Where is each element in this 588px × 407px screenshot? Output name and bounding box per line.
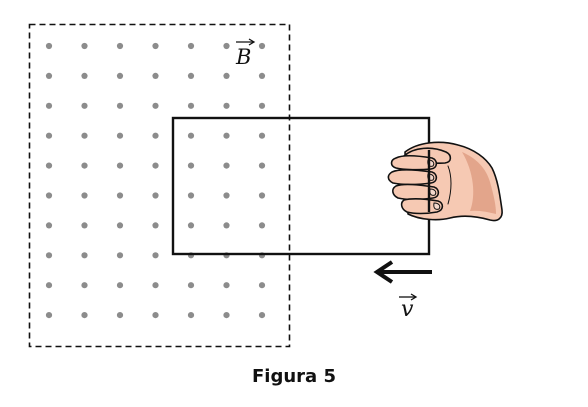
field-dot [81,72,88,79]
hand-finger-3 [392,183,440,201]
field-dots [45,42,266,319]
field-dot [116,42,124,50]
field-dot [45,72,53,79]
velocity-arrow-head [373,260,394,284]
field-dot [45,252,53,259]
field-dot [187,102,195,109]
field-dot [187,132,195,139]
field-dot [45,222,53,229]
field-dot [258,102,266,109]
field-dot [116,162,124,169]
field-dot [45,42,53,50]
velocity-label-arrow-head [410,293,418,301]
field-dot [223,222,230,229]
field-dot [45,132,53,139]
field-dot [81,192,88,199]
field-dot [223,42,230,50]
field-dot [258,312,266,319]
field-dot [45,102,53,109]
field-dot [116,222,124,229]
field-dot [116,312,124,319]
hand-nail-3 [429,188,437,196]
field-dot [187,42,195,50]
hand-finger-1 [390,154,438,171]
field-dot [258,282,266,289]
field-label: B [235,45,251,69]
field-dot [152,312,159,319]
field-dot [223,312,230,319]
field-vector-arrow-head [248,38,256,46]
field-dot [152,102,159,109]
field-dot [81,222,88,229]
field-dot [116,132,124,139]
hand-finger-4 [400,198,444,215]
field-dot [152,252,159,259]
field-dot [116,102,124,109]
field-dot [116,252,124,259]
velocity-vector-label: v [399,293,418,322]
field-dot [152,282,159,289]
field-dot [187,282,195,289]
field-dot [223,132,230,139]
field-dot [187,72,195,79]
hand-finger-2 [387,168,438,186]
hand-crease [447,165,452,205]
hand-nail-4 [433,202,441,210]
field-dot [116,72,124,79]
velocity-arrow [373,260,432,284]
field-dot [223,162,230,169]
field-dot [152,132,159,139]
field-dot [187,222,195,229]
field-dot [81,162,88,169]
field-dot [152,222,159,229]
figure-caption: Figura 5 [252,366,336,387]
hand-icon [387,141,503,222]
field-dot [258,162,266,169]
field-dot [223,102,230,109]
field-dot [258,42,266,50]
field-dot [258,72,266,79]
field-dot [81,132,88,139]
field-dot [152,42,159,50]
field-dot [258,132,266,139]
field-region-border [28,23,291,348]
field-dot [45,312,53,319]
field-dot [152,192,159,199]
field-dot [116,192,124,199]
field-dot [81,312,88,319]
velocity-label: v [401,297,414,322]
conducting-loop [171,116,431,256]
field-vector-label: B [235,38,256,69]
field-dot [152,72,159,79]
field-dot [258,192,266,199]
field-dot [116,282,124,289]
field-dot [81,102,88,109]
field-dot [81,282,88,289]
field-dot [45,162,53,169]
field-dot [81,42,88,50]
field-dot [81,252,88,259]
hand-shade [462,152,496,214]
field-dot [258,222,266,229]
field-dot [223,282,230,289]
field-dot [223,192,230,199]
field-dot [187,162,195,169]
field-dot [152,162,159,169]
field-dot [45,192,53,199]
field-dot [45,282,53,289]
field-dot [187,312,195,319]
field-dot [223,72,230,79]
field-dot [187,192,195,199]
